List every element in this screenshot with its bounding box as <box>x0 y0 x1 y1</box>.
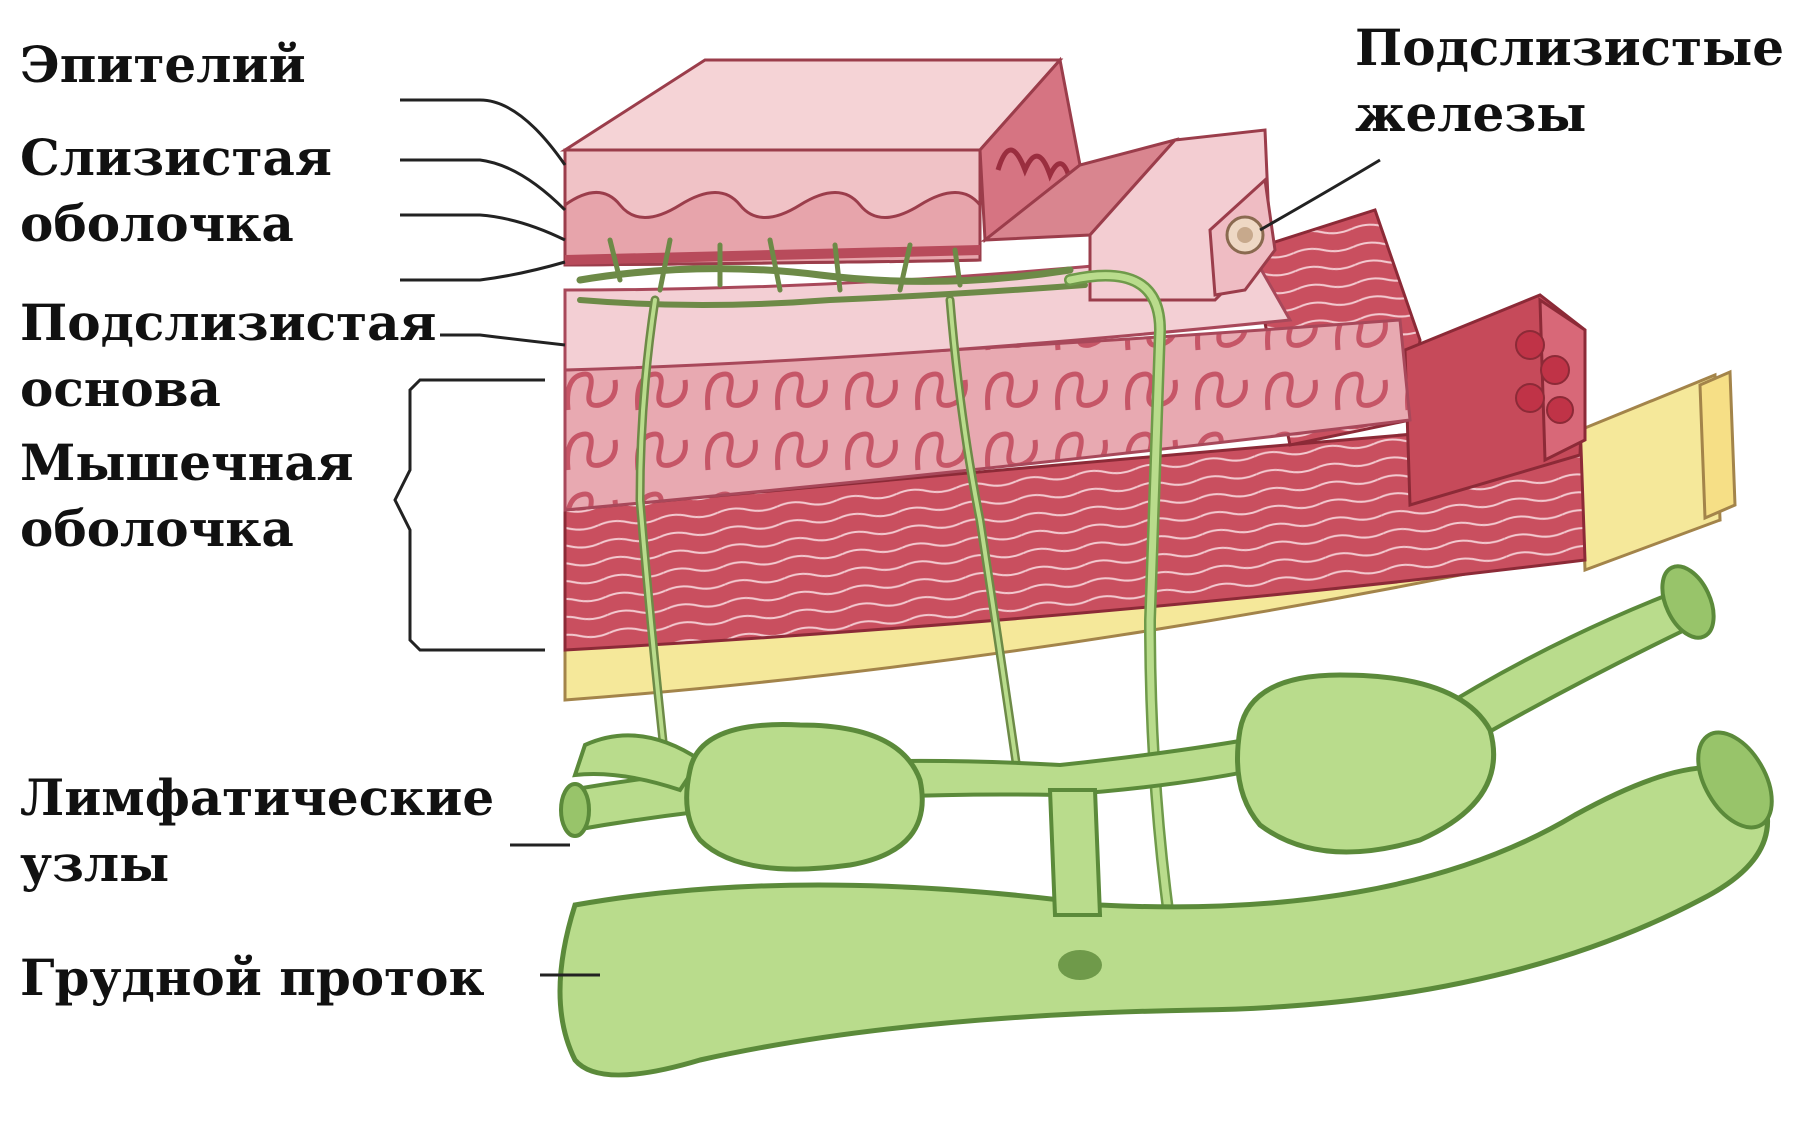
label-muscularis-line-2: оболочка <box>20 496 354 562</box>
lymph-node-right <box>1238 675 1494 852</box>
label-mucosa-line-1: Слизистая <box>20 125 332 191</box>
label-lymph-nodes: Лимфатические узлы <box>20 765 494 897</box>
label-submucosal-glands: Подслизистые железы <box>1355 15 1784 147</box>
leader-mucosa-3 <box>400 262 565 280</box>
leader-mucosa-1 <box>400 160 565 210</box>
label-submucosa: Подслизистая основа <box>20 290 436 422</box>
label-mucosa: Слизистая оболочка <box>20 125 332 257</box>
label-submucosa-line-2: основа <box>20 356 436 422</box>
leader-mucosa-2 <box>400 215 565 240</box>
label-mucosa-line-2: оболочка <box>20 191 332 257</box>
label-lymph-nodes-line-2: узлы <box>20 831 494 897</box>
label-muscularis-line-1: Мышечная <box>20 430 354 496</box>
label-epithelium: Эпителий <box>20 32 306 98</box>
leader-submucosa <box>440 335 565 345</box>
label-thoracic-duct: Грудной проток <box>20 945 485 1011</box>
label-submucosal-glands-line-2: железы <box>1355 81 1784 147</box>
label-lymph-nodes-line-1: Лимфатические <box>20 765 494 831</box>
submucosal-gland <box>1227 217 1263 253</box>
label-submucosal-glands-line-1: Подслизистые <box>1355 15 1784 81</box>
label-submucosa-line-1: Подслизистая <box>20 290 436 356</box>
label-muscularis: Мышечная оболочка <box>20 430 354 562</box>
leader-epithelium <box>400 100 565 165</box>
lymph-node-left <box>687 725 923 870</box>
